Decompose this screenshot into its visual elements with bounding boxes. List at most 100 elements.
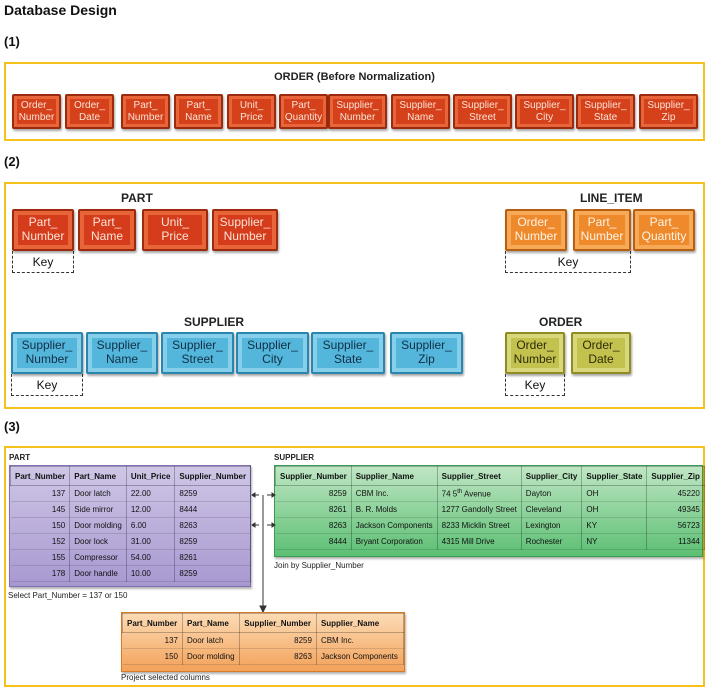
table-cell: Jackson Components xyxy=(351,517,438,534)
join-connector xyxy=(251,492,276,613)
table-cell: 155 xyxy=(10,549,71,566)
table-cell: 8259 xyxy=(275,485,352,502)
table-cell: Door latch xyxy=(69,485,127,502)
table-cell: 8259 xyxy=(174,485,252,502)
table-cell: 8263 xyxy=(239,648,317,665)
field-label: Supplier_ Street xyxy=(172,338,223,366)
column-header: Supplier_Zip xyxy=(646,466,705,486)
column-header: Supplier_Number xyxy=(174,466,252,486)
attribute-box: Supplier_ Number xyxy=(328,94,387,129)
attribute-box: Unit_ Price xyxy=(227,94,276,129)
table-cell: 10.00 xyxy=(126,565,176,582)
field-label: Unit_ Price xyxy=(239,100,264,123)
part-attribute-box: Unit_ Price xyxy=(142,209,208,251)
field-label: Supplier_ Zip xyxy=(647,100,690,123)
field-label: Supplier_ Zip xyxy=(401,338,452,366)
table-cell: Rochester xyxy=(521,533,583,550)
field-label: Unit_ Price xyxy=(160,215,189,243)
table-cell: 12.00 xyxy=(126,501,176,518)
order-attribute-box: Order_ Date xyxy=(571,332,631,374)
field-label: Part_ Quantity xyxy=(641,215,687,243)
part-entity-title: PART xyxy=(121,191,153,205)
part-attribute-box: Part_ Name xyxy=(78,209,136,251)
column-header: Part_Name xyxy=(69,466,127,486)
field-label: Order_ Number xyxy=(513,338,557,366)
normalized-tables-panel: PART LINE_ITEM SUPPLIER ORDER Part_ Numb… xyxy=(4,182,705,409)
table-cell: 8263 xyxy=(275,517,352,534)
supplier-attribute-box: Supplier_ Name xyxy=(86,332,158,374)
field-label: Part_ Name xyxy=(185,100,212,123)
table-cell: 8259 xyxy=(239,632,317,649)
table-cell: Side mirror xyxy=(69,501,127,518)
field-label: Supplier_ Street xyxy=(461,100,504,123)
field-label: Supplier_ City xyxy=(247,338,298,366)
column-header: Supplier_Name xyxy=(315,613,405,633)
field-label: Supplier_ Name xyxy=(96,338,148,366)
line-item-attribute-box: Part_ Number xyxy=(573,209,631,251)
select-caption: Select Part_Number = 137 or 150 xyxy=(8,591,128,600)
table-cell: 137 xyxy=(10,485,71,502)
table-cell: 137 xyxy=(122,632,183,649)
table-cell: Compressor xyxy=(69,549,127,566)
supplier-attribute-box: Supplier_ Street xyxy=(161,332,234,374)
table-cell: 178 xyxy=(10,565,71,582)
table-cell: 8444 xyxy=(275,533,352,550)
field-label: Supplier_ State xyxy=(584,100,627,123)
table-cell: KY xyxy=(581,517,648,534)
table-cell: NY xyxy=(581,533,648,550)
order-attribute-box: Order_ Number xyxy=(505,332,565,374)
table-cell: Lexington xyxy=(521,517,583,534)
attribute-box: Part_ Name xyxy=(174,94,223,129)
part-attribute-box: Supplier_ Number xyxy=(212,209,278,251)
field-label: Part_ Number xyxy=(580,215,624,243)
column-header: Part_Name xyxy=(181,613,241,633)
table-cell: OH xyxy=(581,501,648,518)
attribute-box: Supplier_ City xyxy=(515,94,574,129)
attribute-box: Order_ Number xyxy=(12,94,61,129)
table-cell: 145 xyxy=(10,501,71,518)
attribute-box: Supplier_ Street xyxy=(453,94,512,129)
table-cell: 150 xyxy=(122,648,183,665)
page-title: Database Design xyxy=(4,2,117,18)
attribute-box: Order_ Date xyxy=(65,94,114,129)
attribute-box: Supplier_ State xyxy=(576,94,635,129)
field-label: Supplier_ State xyxy=(322,338,374,366)
part-table-name: PART xyxy=(9,453,31,462)
unnormalized-order-panel: ORDER (Before Normalization) Order_ Numb… xyxy=(4,62,705,141)
table-cell: 8259 xyxy=(174,565,252,582)
table-cell: 31.00 xyxy=(126,533,176,550)
supplier-table-name: SUPPLIER xyxy=(274,453,315,462)
column-header: Part_Number xyxy=(9,466,71,486)
table-cell: 74 5th Avenue xyxy=(437,485,522,502)
primary-key-bracket: Key xyxy=(11,374,83,396)
field-label: Part_ Quantity xyxy=(284,100,323,123)
column-header: Supplier_Number xyxy=(275,466,352,486)
column-header: Supplier_State xyxy=(581,466,648,486)
section-label-2: (2) xyxy=(4,154,20,169)
table-cell: Door molding xyxy=(69,517,127,534)
field-label: Supplier_ City xyxy=(523,100,566,123)
field-label: Supplier_ Number xyxy=(219,215,271,243)
table-cell: 8261 xyxy=(275,501,352,518)
table-cell: 4315 Mill Drive xyxy=(437,533,522,550)
table-cell: Bryant Corporation xyxy=(351,533,438,550)
supplier-attribute-box: Supplier_ City xyxy=(236,332,309,374)
panel-title: ORDER (Before Normalization) xyxy=(274,71,435,83)
field-label: Supplier_ Name xyxy=(399,100,442,123)
table-cell: Cleveland xyxy=(521,501,583,518)
order-entity-title: ORDER xyxy=(539,315,583,329)
table-cell: 8263 xyxy=(174,517,252,534)
table-cell: OH xyxy=(581,485,648,502)
